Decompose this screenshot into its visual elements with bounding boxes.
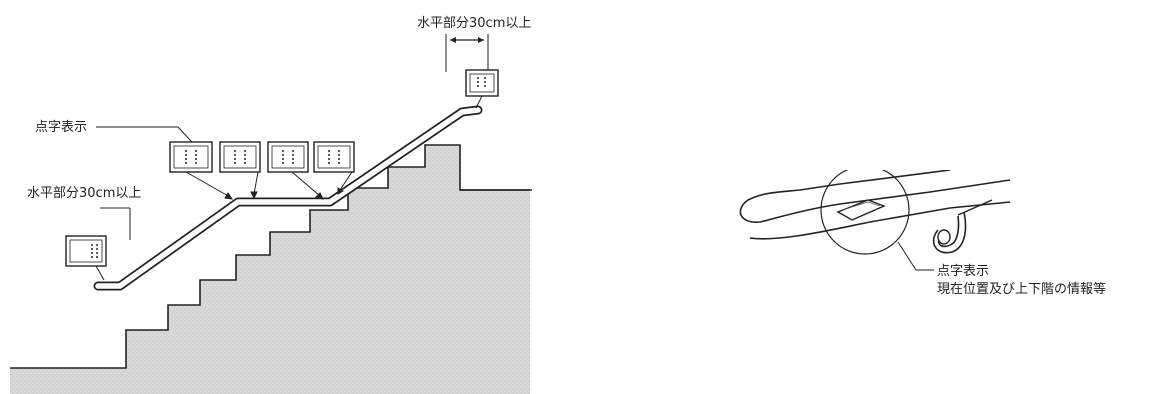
handrail-detail-diagram: [739, 170, 1011, 271]
top-horizontal-length-label: 水平部分30cm以上: [417, 16, 532, 31]
detail-braille-label: 点字表示: [937, 264, 990, 279]
braille-plate-icon: [836, 199, 886, 221]
braille-plate-icon: [267, 141, 309, 173]
handrail-end: [739, 170, 1011, 223]
braille-display-label: 点字表示: [35, 120, 88, 135]
braille-plate-icon: [465, 69, 499, 97]
braille-plate-icon: [313, 141, 355, 173]
detail-highlight-circle: [820, 170, 910, 255]
stairs-elevation-diagram: [10, 34, 532, 394]
stair-outline: [10, 144, 530, 369]
braille-plate-icon: [169, 141, 213, 173]
bottom-horizontal-length-label: 水平部分30cm以上: [27, 186, 142, 201]
braille-plate-icon: [65, 235, 107, 267]
braille-plate-icon: [219, 141, 261, 173]
detail-info-label: 現在位置及び上下階の情報等: [937, 282, 1107, 297]
stair-mass: [10, 145, 530, 394]
